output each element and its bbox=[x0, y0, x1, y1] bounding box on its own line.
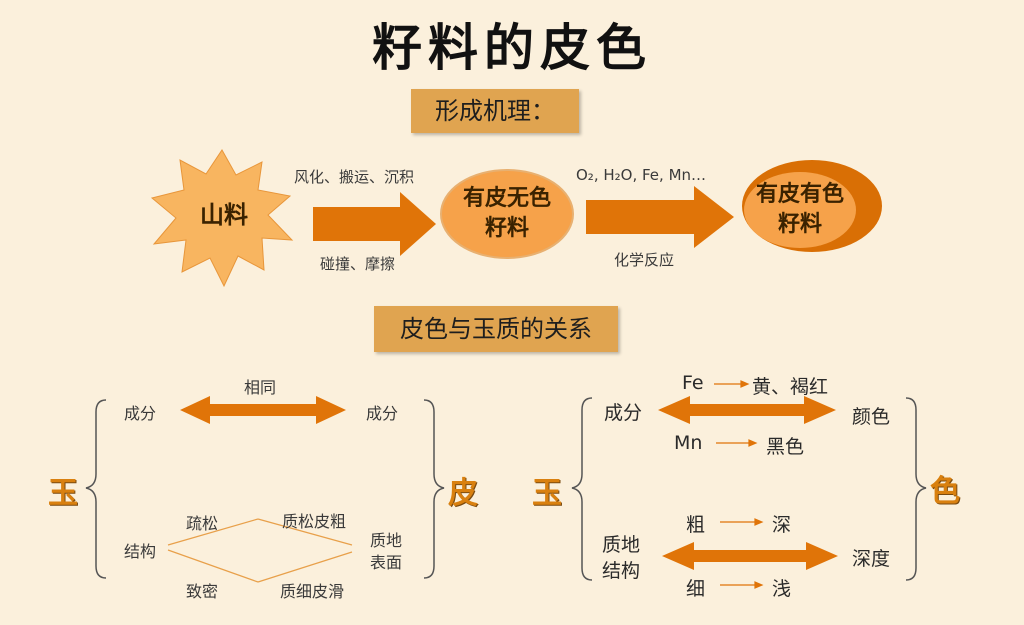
middle-node-label: 有皮无色 籽料 bbox=[441, 184, 573, 244]
arrow1-top-label: 风化、搬运、沉积 bbox=[294, 168, 415, 186]
color-label: 颜色 bbox=[852, 406, 891, 428]
shan-liao-starburst bbox=[150, 149, 294, 288]
texture-line2: 结构 bbox=[602, 560, 641, 582]
double-arrow-depth bbox=[662, 542, 838, 570]
same-label: 相同 bbox=[244, 378, 277, 397]
right-brace-se bbox=[905, 397, 927, 581]
final-node-ellipse bbox=[744, 172, 856, 248]
loose-result-label: 质松皮粗 bbox=[282, 512, 347, 531]
middle-node-line1: 有皮无色 bbox=[462, 186, 551, 211]
left-brace-yu bbox=[85, 399, 107, 579]
right-brace-yu bbox=[571, 397, 593, 581]
shallow-label: 浅 bbox=[772, 578, 792, 600]
left-pi-char: 皮 bbox=[448, 476, 478, 511]
section-banner-relation: 皮色与玉质的关系 bbox=[374, 306, 618, 352]
loose-label: 疏松 bbox=[186, 514, 219, 533]
deep-label: 深 bbox=[772, 514, 792, 536]
fine-label: 细 bbox=[686, 578, 706, 600]
mn-result-label: 黑色 bbox=[766, 436, 805, 458]
page-title: 籽料的皮色 bbox=[372, 19, 652, 77]
right-se-char: 色 bbox=[930, 474, 960, 509]
right-yu-char: 玉 bbox=[532, 476, 562, 511]
final-node-line1: 有皮有色 bbox=[755, 182, 844, 207]
dense-label: 致密 bbox=[186, 582, 219, 601]
dense-result-label: 质细皮滑 bbox=[280, 582, 345, 601]
surface-label: 质地 表面 bbox=[370, 530, 402, 574]
texture-line1: 质地 bbox=[602, 534, 641, 556]
double-arrow-color bbox=[658, 396, 836, 424]
left-brace-pi bbox=[423, 399, 445, 579]
middle-node-line2: 籽料 bbox=[484, 216, 529, 241]
arrow1-bottom-label: 碰撞、摩擦 bbox=[320, 255, 396, 273]
surface-line1: 质地 bbox=[370, 531, 403, 550]
coarse-label: 粗 bbox=[686, 514, 706, 536]
fe-result-label: 黄、褐红 bbox=[752, 376, 829, 398]
struct-label: 结构 bbox=[124, 542, 157, 561]
depth-label: 深度 bbox=[852, 548, 891, 570]
section-banner-mechanism: 形成机理： bbox=[411, 89, 579, 133]
right-comp-label: 成分 bbox=[366, 404, 399, 423]
mechanism-banner-text: 形成机理： bbox=[435, 97, 555, 125]
middle-node-ellipse bbox=[440, 169, 574, 259]
right-comp-label-2: 成分 bbox=[604, 402, 643, 424]
surface-line2: 表面 bbox=[370, 553, 403, 572]
structure-lines bbox=[167, 518, 353, 583]
arrow2-bottom-label: 化学反应 bbox=[614, 251, 675, 269]
source-node-label: 山料 bbox=[200, 201, 248, 229]
final-node-label: 有皮有色 籽料 bbox=[744, 180, 856, 240]
double-arrow-same bbox=[180, 396, 346, 424]
relation-banner-text: 皮色与玉质的关系 bbox=[400, 315, 592, 343]
left-yu-char: 玉 bbox=[48, 476, 78, 511]
fe-label: Fe bbox=[682, 372, 704, 394]
final-node-line2: 籽料 bbox=[777, 212, 822, 237]
left-comp-label: 成分 bbox=[124, 404, 157, 423]
arrow-chemical bbox=[586, 186, 734, 248]
texture-label: 质地 结构 bbox=[602, 532, 640, 584]
small-arrows bbox=[714, 380, 764, 589]
mn-label: Mn bbox=[674, 432, 703, 454]
arrow-weathering bbox=[313, 192, 436, 256]
arrow2-top-label: O₂, H₂O, Fe, Mn… bbox=[576, 166, 707, 184]
